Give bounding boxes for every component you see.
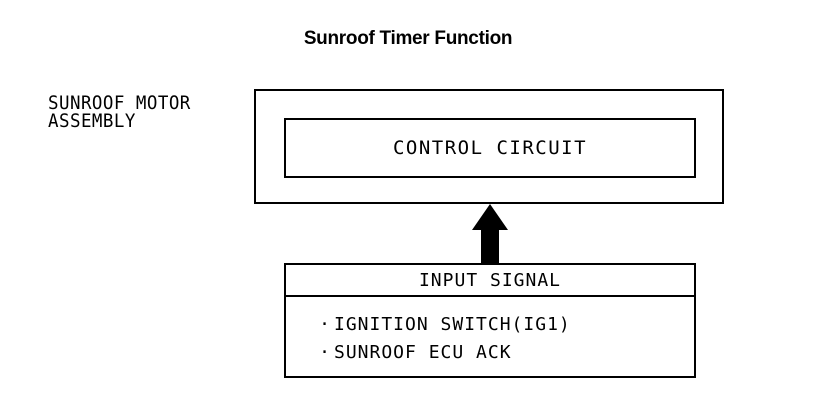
input-signal-list: ·IGNITION SWITCH(IG1) ·SUNROOF ECU ACK — [286, 297, 694, 367]
arrow-up-icon — [472, 204, 508, 264]
diagram-title: Sunroof Timer Function — [303, 28, 513, 49]
input-signal-title: INPUT SIGNAL — [418, 269, 562, 291]
control-circuit-label: CONTROL CIRCUIT — [392, 137, 588, 159]
list-item: ·SUNROOF ECU ACK — [316, 339, 694, 367]
bullet-icon: · — [319, 314, 331, 335]
input-signal-item: SUNROOF ECU ACK — [334, 342, 512, 363]
input-signal-box: INPUT SIGNAL ·IGNITION SWITCH(IG1) ·SUNR… — [284, 263, 696, 378]
assembly-label-line-1: SUNROOF MOTOR — [48, 92, 191, 114]
bullet-icon: · — [319, 342, 331, 363]
input-signal-item: IGNITION SWITCH(IG1) — [334, 314, 571, 335]
list-item: ·IGNITION SWITCH(IG1) — [316, 311, 694, 339]
assembly-label-line-2: ASSEMBLY — [48, 110, 136, 132]
sunroof-motor-assembly-box — [254, 89, 724, 204]
control-circuit-box: CONTROL CIRCUIT — [284, 118, 696, 178]
assembly-label: SUNROOF MOTOR ASSEMBLY — [48, 92, 191, 132]
input-signal-header: INPUT SIGNAL — [286, 265, 694, 297]
